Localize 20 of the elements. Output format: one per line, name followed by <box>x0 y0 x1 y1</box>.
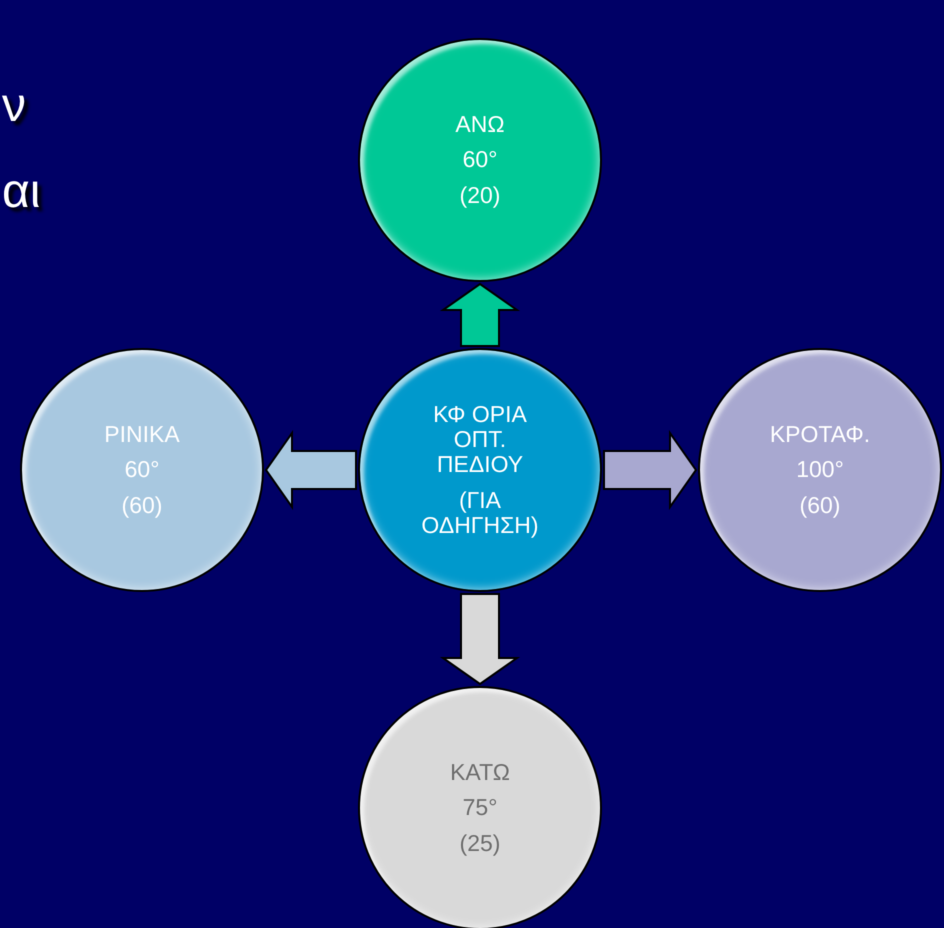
block-arrow <box>603 430 698 510</box>
node-text: ΚΦ ΟΡΙΑ ΟΠΤ. ΠΕΔΙΟΥ <box>432 402 528 478</box>
node-text: (20) <box>460 182 500 208</box>
node-text: ΑΝΩ <box>455 112 505 138</box>
block-arrow <box>440 593 520 686</box>
cut-off-text: αι <box>2 168 40 216</box>
node-text: 75° <box>462 795 498 821</box>
node-text: ΚΡΟΤΑΦ. <box>770 422 870 448</box>
node-text: 100° <box>796 457 844 483</box>
node-text: (60) <box>800 492 840 518</box>
node-text: 60° <box>462 147 498 173</box>
node-text: ΡΙΝΙΚΑ <box>104 422 180 448</box>
node-text: 60° <box>124 457 160 483</box>
block-arrow <box>440 282 520 347</box>
node-text: (25) <box>460 830 500 856</box>
cut-off-text: ν <box>2 82 26 130</box>
node-text: (60) <box>122 492 162 518</box>
node-text: ΚΑΤΩ <box>450 760 510 786</box>
block-arrow <box>264 430 357 510</box>
node-text: (ΓΙΑ ΟΔΗΓΗΣΗ) <box>420 488 540 538</box>
